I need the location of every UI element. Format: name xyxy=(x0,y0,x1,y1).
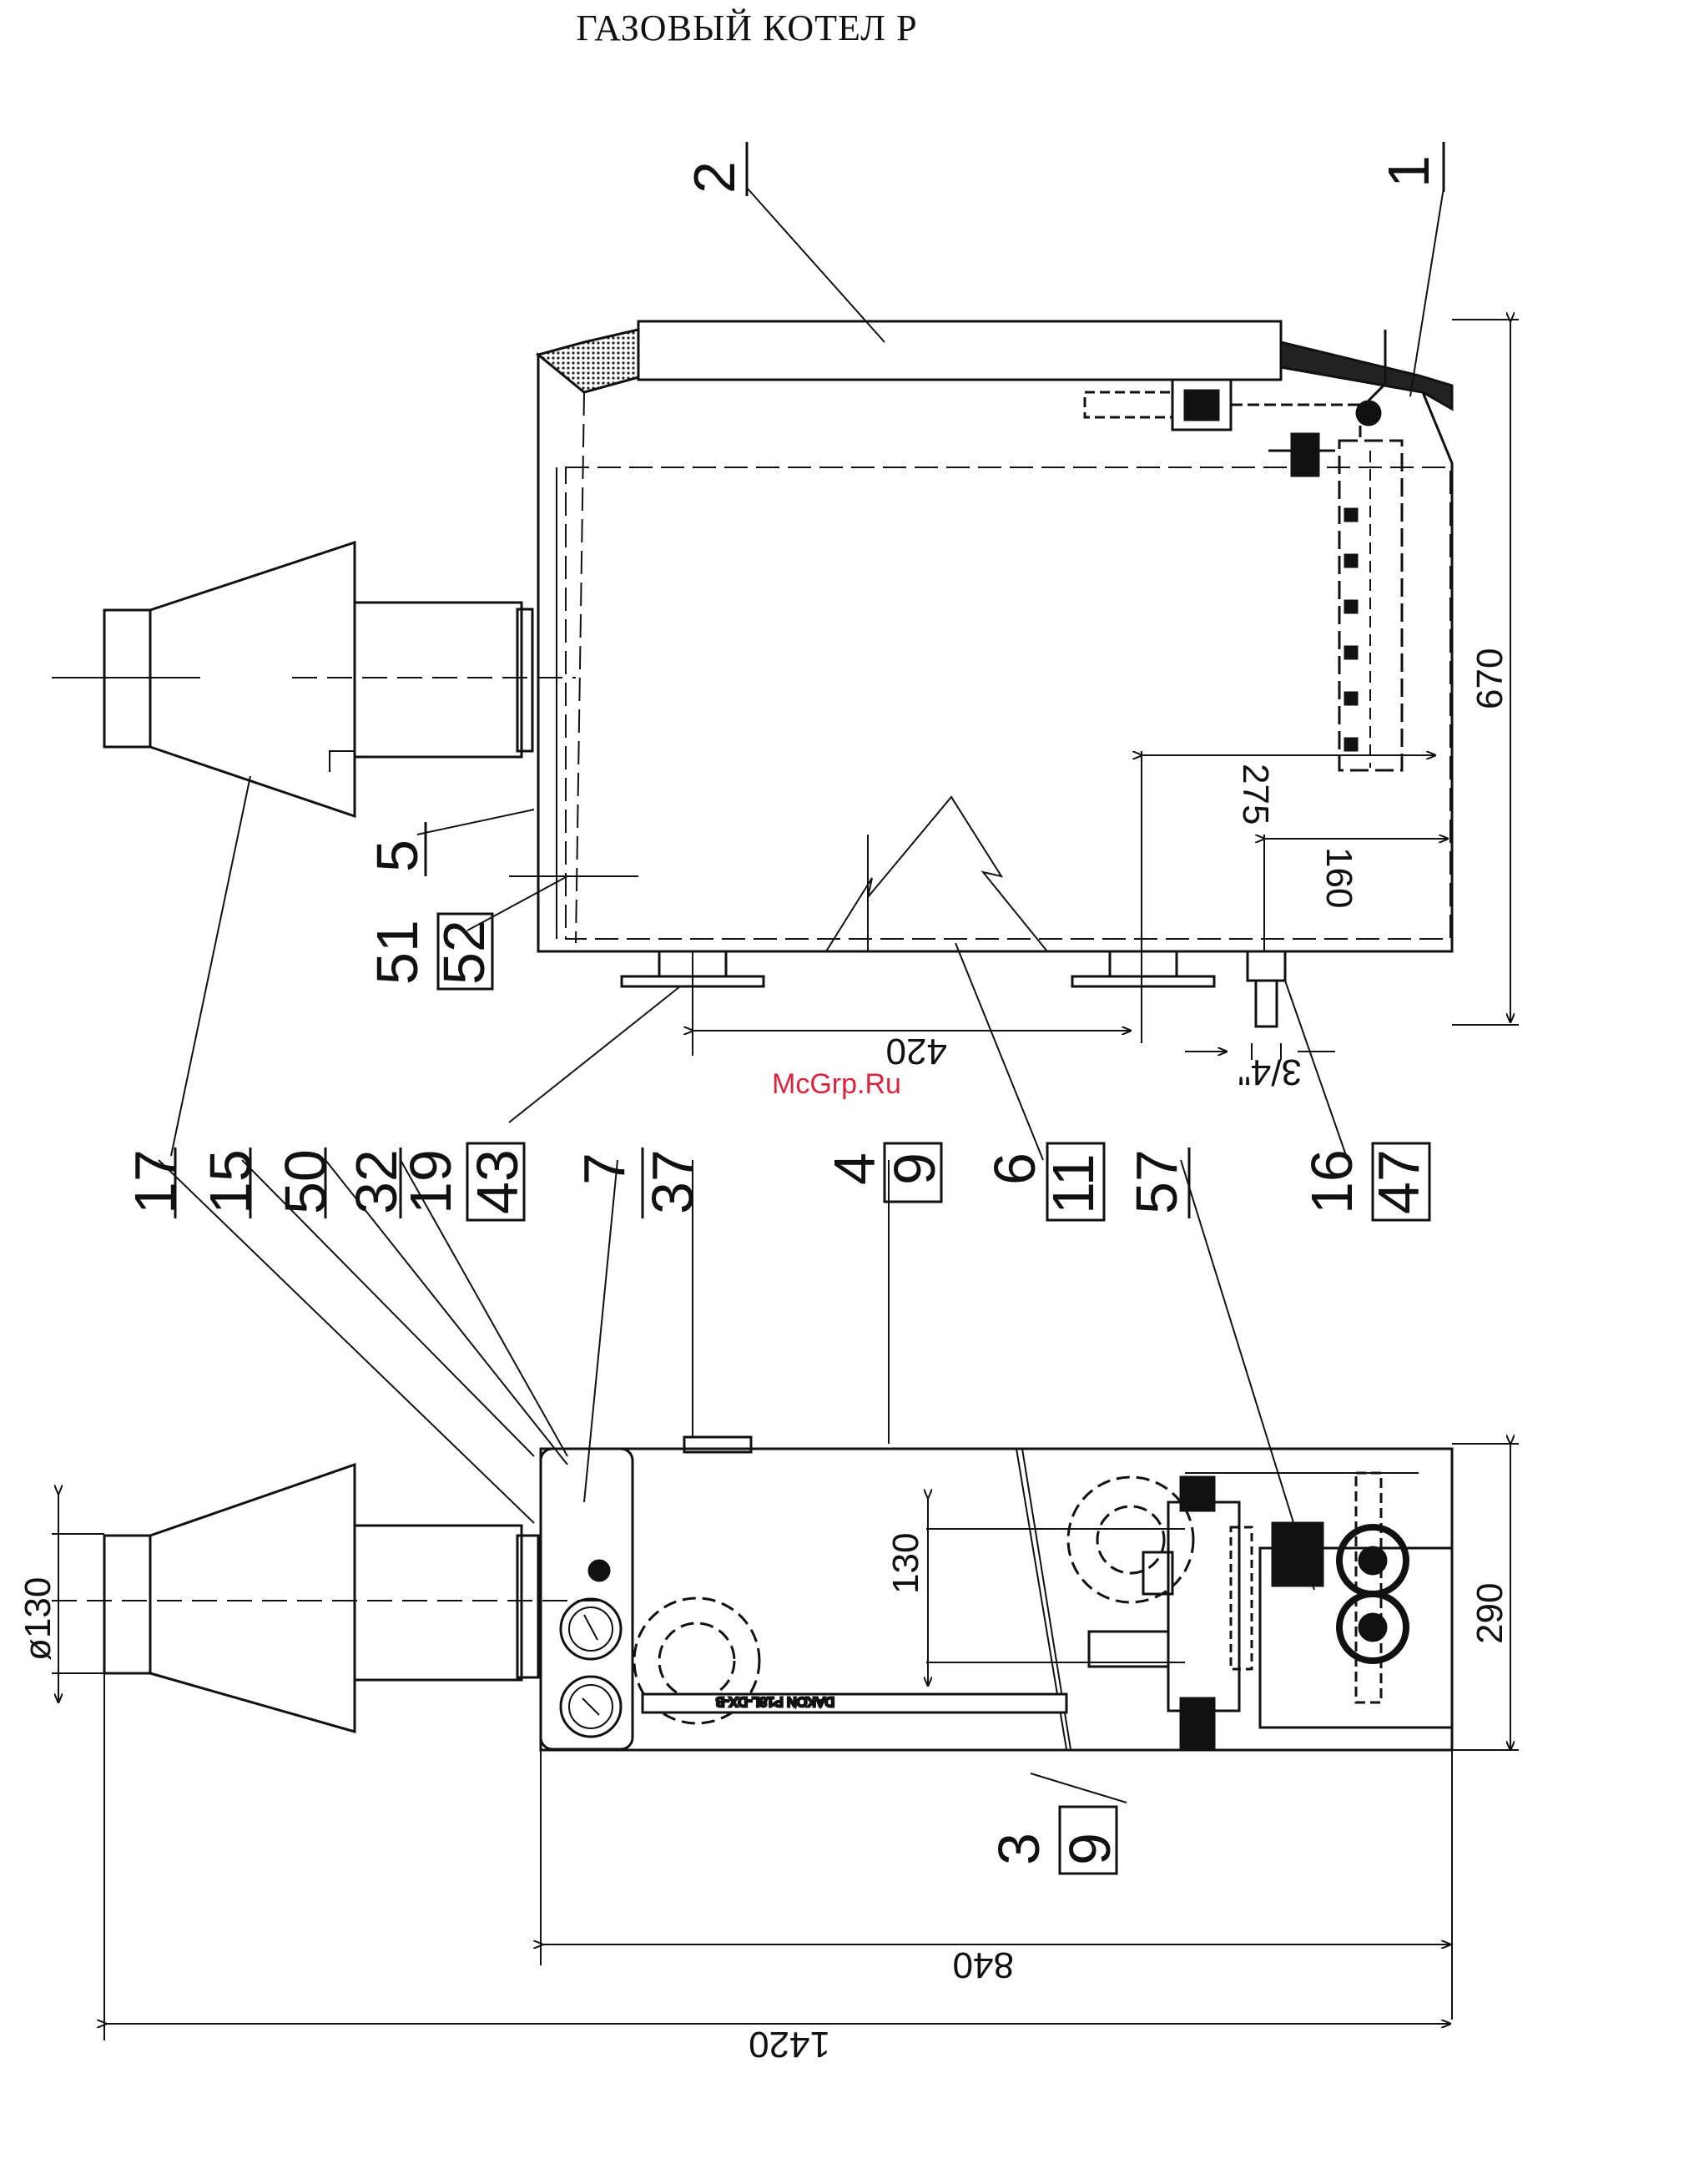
callout-frames xyxy=(175,142,1444,1874)
dim-840: 840 xyxy=(953,1944,1014,1985)
flue-pipe-front xyxy=(355,1526,522,1680)
front-view: DAKON P18L-DX-B xyxy=(52,1160,1452,1803)
side-view xyxy=(52,188,1452,1160)
gas-valve-top xyxy=(1085,330,1385,476)
callout-50: 50 xyxy=(273,1149,338,1214)
front-panel xyxy=(638,321,1281,380)
flue-socket xyxy=(517,609,532,751)
nameplate-strip xyxy=(643,1694,1066,1712)
callout-57: 57 xyxy=(1124,1149,1189,1214)
dim-3-4: 3/4" xyxy=(1238,1052,1302,1092)
callout-9a: 9 xyxy=(882,1153,947,1185)
indicator-lamp-icon xyxy=(589,1561,609,1581)
fan-outline xyxy=(634,1477,1193,1723)
insulation-top xyxy=(538,330,638,392)
callout-52: 52 xyxy=(431,920,497,985)
flue-pipe xyxy=(355,603,522,757)
callout-2: 2 xyxy=(682,161,747,194)
nameplate-text: DAKON P18L-DX-B xyxy=(716,1694,834,1708)
callout-11: 11 xyxy=(1041,1153,1106,1214)
callout-19: 19 xyxy=(398,1149,463,1214)
manometer-icon xyxy=(561,1677,621,1737)
callout-43: 43 xyxy=(465,1149,530,1214)
dim-275: 275 xyxy=(1235,764,1276,825)
dim-160: 160 xyxy=(1318,847,1359,908)
callout-3: 3 xyxy=(986,1833,1051,1865)
flue-hood-front xyxy=(150,1465,355,1732)
gas-valve-assembly xyxy=(1089,1473,1452,1748)
callout-5: 5 xyxy=(365,840,430,872)
callout-labels: 2 1 5 51 52 17 15 50 32 19 43 7 37 4 9 6… xyxy=(123,155,1441,1865)
callout-17: 17 xyxy=(123,1149,188,1214)
boiler-casing xyxy=(538,321,1452,951)
callout-9b: 9 xyxy=(1057,1833,1122,1865)
gas-inlet-stub xyxy=(1248,951,1285,981)
callout-1: 1 xyxy=(1376,155,1441,188)
callout-51: 51 xyxy=(365,920,430,985)
dim-670: 670 xyxy=(1470,648,1510,709)
burner-manifold xyxy=(1339,441,1402,770)
dim-1420: 1420 xyxy=(749,2024,830,2065)
flue-collar-front xyxy=(104,1536,150,1673)
foot-right xyxy=(1110,951,1177,976)
dim-phi130: ø130 xyxy=(18,1577,58,1661)
flue-hood xyxy=(150,542,355,816)
callout-37: 37 xyxy=(640,1149,705,1214)
callout-16: 16 xyxy=(1299,1149,1364,1214)
callout-15: 15 xyxy=(198,1149,263,1214)
callout-4: 4 xyxy=(822,1153,887,1185)
dimension-labels: 670 275 160 420 3/4" 130 290 840 1420 ø1… xyxy=(18,648,1510,2065)
dim-420: 420 xyxy=(886,1031,947,1072)
dim-130: 130 xyxy=(885,1533,926,1594)
thermometer-icon xyxy=(561,1599,621,1659)
callout-47: 47 xyxy=(1366,1149,1431,1214)
dim-290: 290 xyxy=(1470,1583,1510,1644)
callout-6: 6 xyxy=(982,1153,1047,1185)
dimensions-side xyxy=(693,320,1519,1060)
callout-7: 7 xyxy=(572,1153,637,1185)
